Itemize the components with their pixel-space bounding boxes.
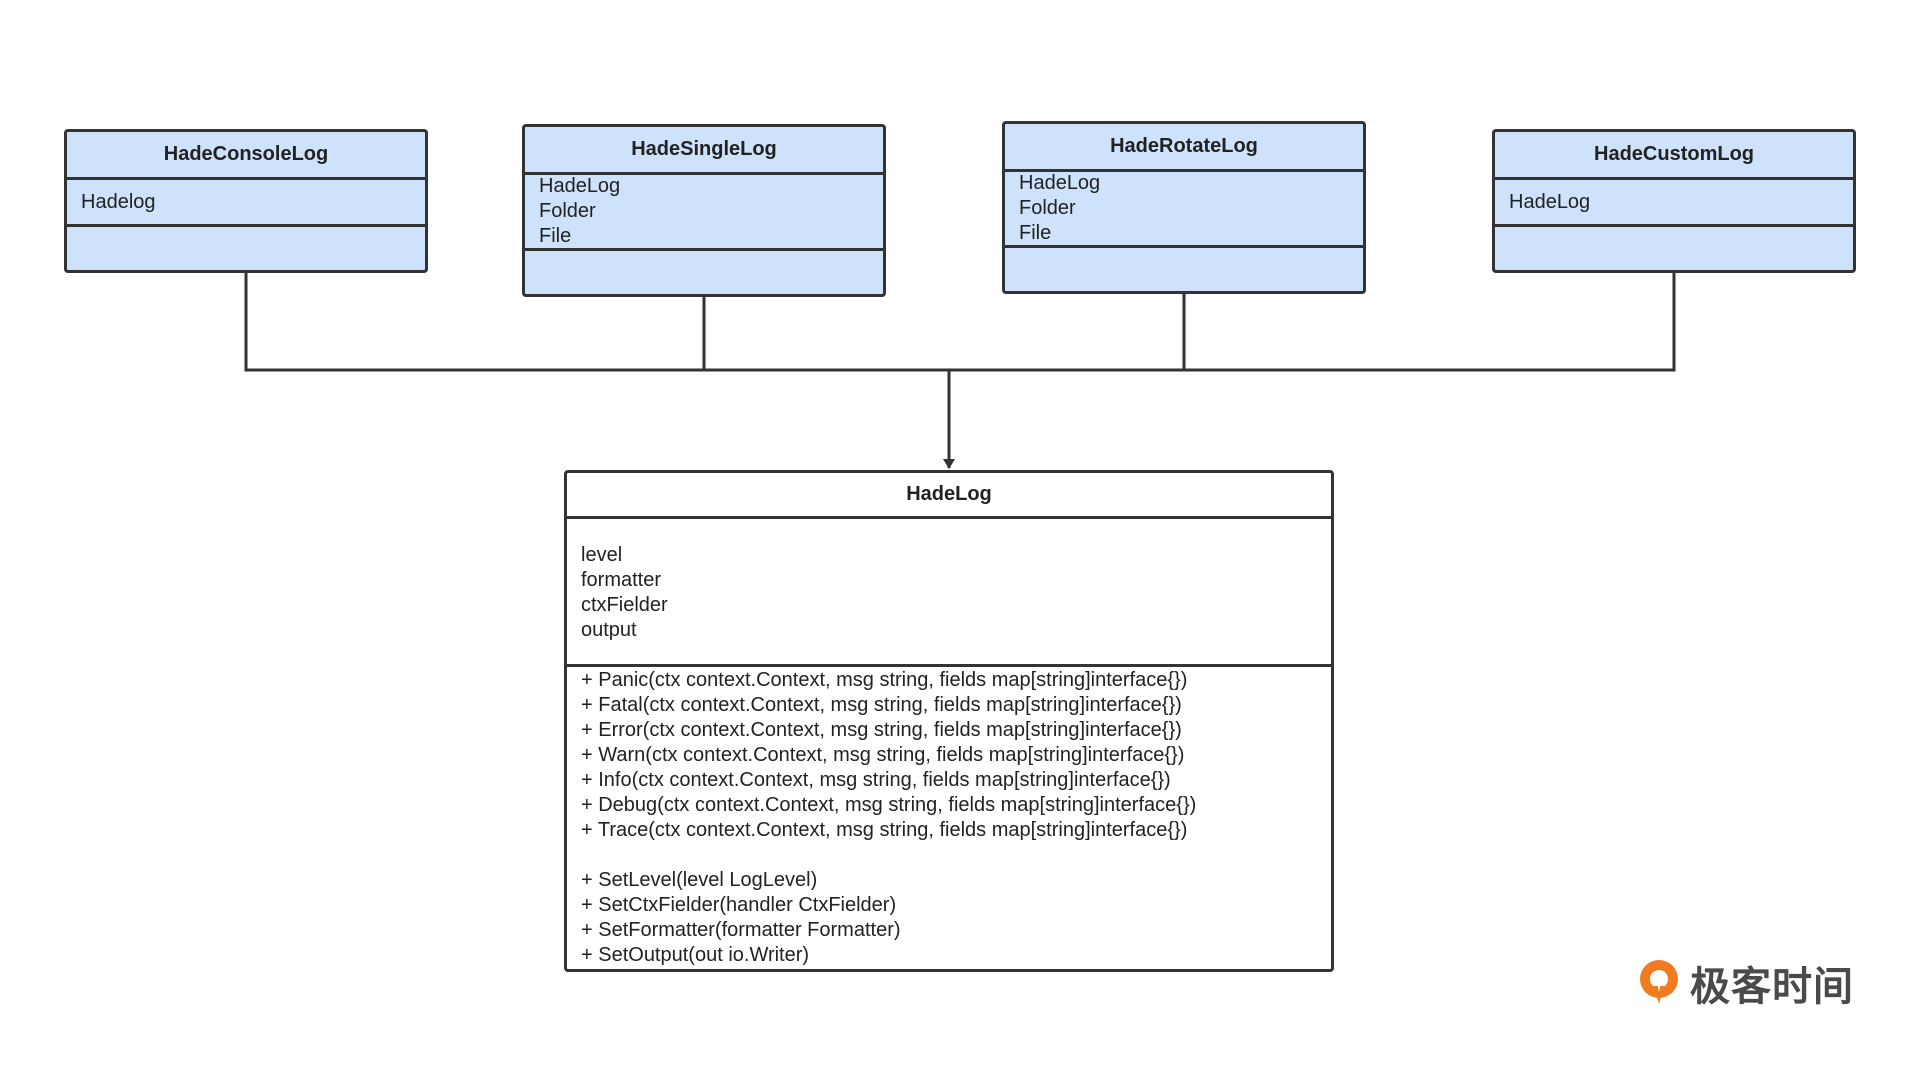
attribute-item: Folder (1019, 197, 1076, 219)
method-item: + Trace(ctx context.Context, msg string,… (581, 819, 1188, 841)
method-item: + Panic(ctx context.Context, msg string,… (581, 669, 1188, 691)
class-methods (1005, 248, 1363, 291)
method-list: + Panic(ctx context.Context, msg string,… (581, 668, 1317, 843)
class-methods (1495, 227, 1853, 270)
setter-list: + SetLevel(level LogLevel) + SetCtxFielde… (581, 868, 1317, 968)
logo-text: 极客时间 (1690, 965, 1854, 1009)
method-item: + Debug(ctx context.Context, msg string,… (581, 794, 1197, 816)
class-name: HadeCustomLog (1495, 132, 1853, 180)
attribute-item: HadeLog (539, 175, 621, 197)
class-box-hade-console-log: HadeConsoleLog Hadelog (64, 129, 428, 273)
class-methods (525, 251, 883, 294)
method-item: + SetOutput(out io.Writer) (581, 944, 810, 966)
geektime-logo: 极客时间 (1636, 954, 1854, 1012)
attribute-item: ctxFielder (581, 594, 668, 617)
class-name: HadeConsoleLog (67, 132, 425, 180)
attribute-item: HadeLog (1019, 172, 1101, 194)
class-methods (67, 227, 425, 270)
method-gap (581, 843, 1317, 868)
method-item: + Warn(ctx context.Context, msg string, … (581, 744, 1185, 766)
method-item: + Error(ctx context.Context, msg string,… (581, 719, 1182, 741)
attribute-item: formatter (581, 569, 662, 592)
class-attributes: HadeLog (1495, 180, 1853, 227)
attribute-item: File (539, 225, 572, 247)
method-item: + SetCtxFielder(handler CtxFielder) (581, 894, 897, 916)
class-methods: + Panic(ctx context.Context, msg string,… (567, 667, 1331, 969)
attribute-item: level (581, 544, 623, 567)
attribute-item: Folder (539, 200, 596, 222)
class-name: HadeLog (567, 473, 1331, 520)
method-item: + Info(ctx context.Context, msg string, … (581, 769, 1171, 791)
attribute-item: File (1019, 222, 1052, 244)
class-box-hade-custom-log: HadeCustomLog HadeLog (1492, 129, 1856, 273)
class-name: HadeRotateLog (1005, 124, 1363, 172)
attribute-item: output (581, 619, 637, 642)
geektime-logo-icon (1640, 960, 1678, 1004)
method-item: + Fatal(ctx context.Context, msg string,… (581, 694, 1182, 716)
class-attributes: Hadelog (67, 180, 425, 227)
method-item: + SetLevel(level LogLevel) (581, 869, 818, 891)
attribute-item: Hadelog (81, 190, 156, 213)
class-name: HadeSingleLog (525, 127, 883, 175)
attribute-item: HadeLog (1509, 190, 1591, 213)
method-item: + SetFormatter(formatter Formatter) (581, 919, 901, 941)
